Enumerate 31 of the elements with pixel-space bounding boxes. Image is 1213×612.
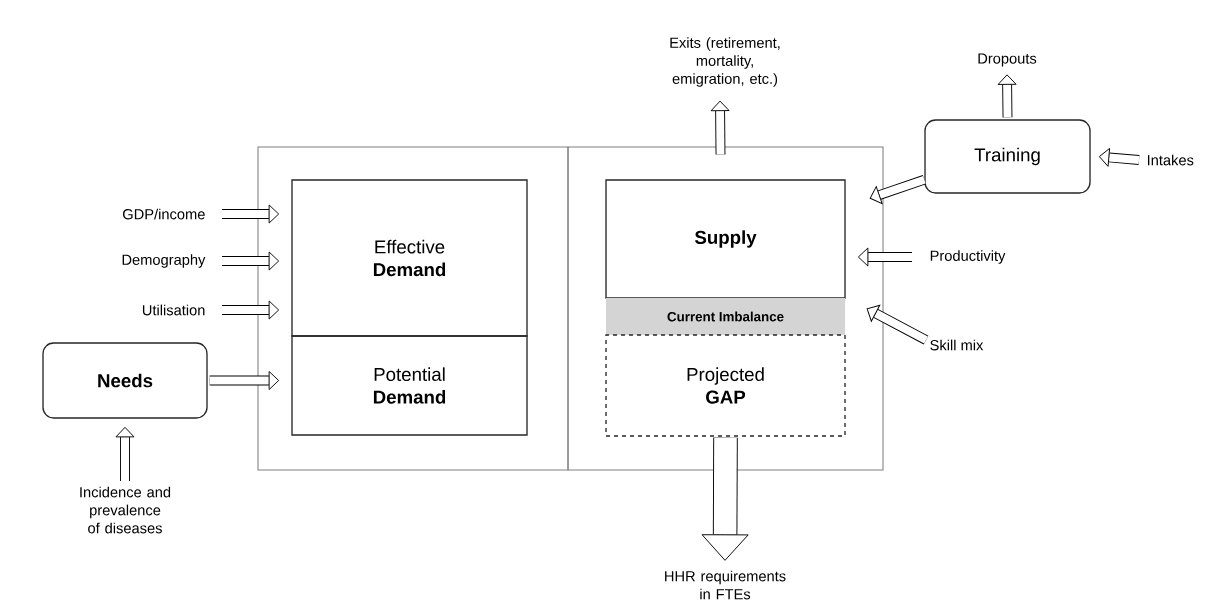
block-arrow: [857, 247, 912, 267]
factor-label: Exits (retirement, mortality, emigration, etc.): [670, 37, 780, 87]
factor-label: Skill mix: [930, 339, 984, 351]
needs-box: Needs: [42, 342, 208, 419]
panel-box: [257, 146, 569, 471]
demand-box: Potential Demand: [291, 335, 528, 436]
factor-label: Intakes: [1147, 154, 1194, 166]
block-arrow: [701, 437, 749, 561]
gap-box: Projected GAP: [605, 334, 846, 437]
supply-box: Supply: [605, 179, 846, 299]
block-arrow: [115, 426, 135, 481]
block-arrow: [710, 100, 730, 155]
imbalance-band: Current Imbalance: [606, 298, 845, 335]
factor-label: Productivity: [930, 250, 1006, 264]
block-arrow: [222, 251, 280, 271]
factor-label: Dropouts: [978, 53, 1037, 67]
factor-label: Incidence and prevalence of diseases: [80, 486, 171, 534]
block-arrow: [869, 175, 926, 205]
block-arrow: [222, 204, 280, 224]
output-label: HHR requirements in FTEs: [665, 570, 786, 600]
block-arrow: [866, 304, 929, 345]
factor-label: Utilisation: [142, 304, 205, 316]
block-arrow: [209, 371, 280, 390]
training-box: Training: [924, 119, 1091, 194]
demand-box: Effective Demand: [291, 179, 528, 337]
block-arrow: [222, 300, 280, 320]
block-arrow: [997, 74, 1017, 118]
factor-label: GDP/income: [123, 208, 205, 220]
block-arrow: [1098, 147, 1140, 167]
factor-label: Demography: [122, 254, 206, 268]
panel-box: [567, 146, 884, 471]
